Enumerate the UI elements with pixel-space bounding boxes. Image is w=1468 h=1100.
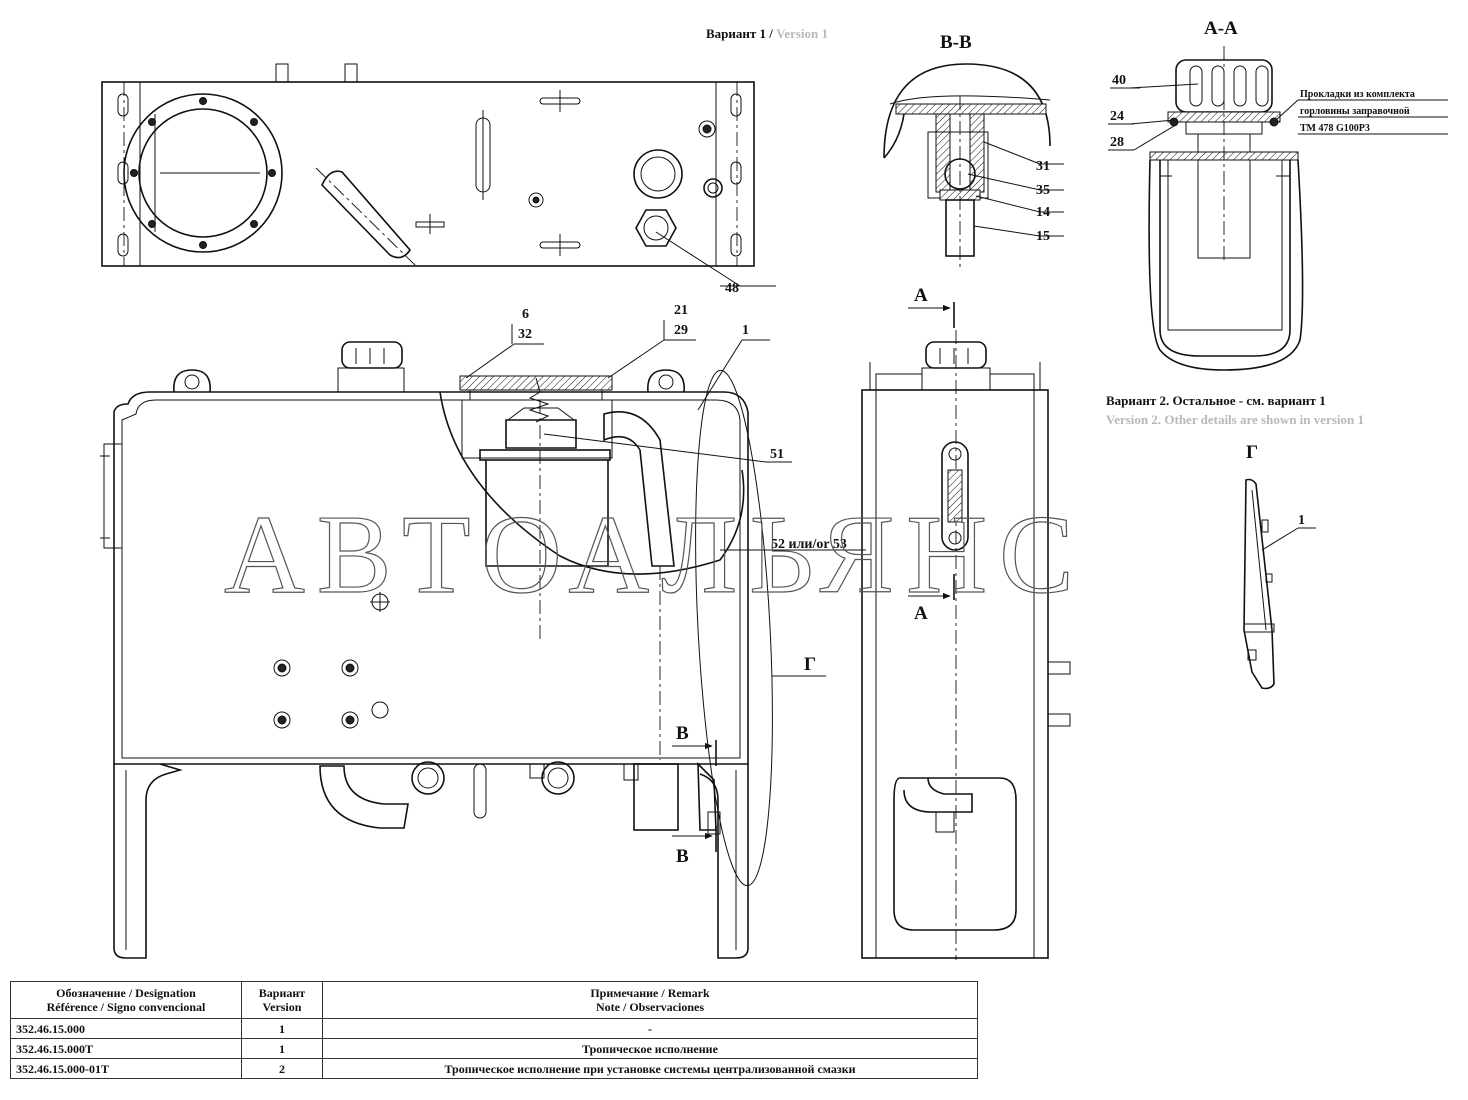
section-bb xyxy=(883,63,1064,270)
callout-52-53: 52 или/or 53 xyxy=(771,537,847,552)
cell-variant: 1 xyxy=(241,1038,323,1059)
table-header-row: Обозначение / Designation Référence / Si… xyxy=(10,981,978,1019)
table-row: 352.46.15.000 1 - xyxy=(10,1018,978,1039)
callout-24: 24 xyxy=(1110,109,1124,124)
callout-14: 14 xyxy=(1036,205,1050,220)
callout-15: 15 xyxy=(1036,229,1050,244)
gasket-note-line-3: ТМ 478 G100P3 xyxy=(1300,123,1370,134)
cell-designation: 352.46.15.000T xyxy=(10,1038,242,1059)
header-designation: Обозначение / Designation Référence / Si… xyxy=(10,981,242,1019)
front-leaders xyxy=(465,320,866,551)
callout-g: Г xyxy=(804,654,816,675)
front-view xyxy=(100,341,826,959)
header-variant: Вариант Version xyxy=(241,981,323,1019)
callout-1-front: 1 xyxy=(742,323,749,338)
section-b-marker xyxy=(672,740,717,852)
callout-40: 40 xyxy=(1112,73,1126,88)
callout-b-bottom: B xyxy=(676,846,689,867)
header-remark: Примечание / Remark Note / Observaciones xyxy=(322,981,978,1019)
cell-designation: 352.46.15.000-01T xyxy=(10,1058,242,1079)
variant-2-en: Version 2. Other details are shown in ve… xyxy=(1106,412,1364,427)
callout-32: 32 xyxy=(518,327,532,342)
detail-g xyxy=(1243,478,1316,690)
callout-a-top: A xyxy=(914,285,928,306)
callout-31: 31 xyxy=(1036,159,1050,174)
gasket-note-line-2: горловины заправочной xyxy=(1300,106,1410,117)
watermark: АВТОАЛЬЯНС xyxy=(224,493,1086,617)
section-bb-title: B-B xyxy=(940,32,972,53)
section-aa-title: A-A xyxy=(1204,18,1238,39)
callout-a-bottom: A xyxy=(914,603,928,624)
callout-35: 35 xyxy=(1036,183,1050,198)
cell-designation: 352.46.15.000 xyxy=(10,1018,242,1039)
callout-48: 48 xyxy=(725,281,739,296)
callout-b-top: B xyxy=(676,723,689,744)
cell-variant: 1 xyxy=(241,1018,323,1039)
variant-1-label: Вариант 1 / Version 1 xyxy=(706,26,828,41)
cell-remark: Тропическое исполнение xyxy=(322,1038,978,1059)
cell-remark: - xyxy=(322,1018,978,1039)
table-row: 352.46.15.000T 1 Тропическое исполнение xyxy=(10,1038,978,1059)
cell-variant: 2 xyxy=(241,1058,323,1079)
section-a-marker xyxy=(908,302,955,600)
callout-1-detail: 1 xyxy=(1298,513,1305,528)
variant-2-ru: Вариант 2. Остальное - см. вариант 1 xyxy=(1106,393,1326,408)
detail-g-title: Г xyxy=(1246,442,1258,463)
table-row: 352.46.15.000-01T 2 Тропическое исполнен… xyxy=(10,1058,978,1079)
top-view xyxy=(101,63,776,287)
gasket-note-line-1: Прокладки из комплекта xyxy=(1300,89,1415,100)
callout-28: 28 xyxy=(1110,135,1124,150)
designation-table: Обозначение / Designation Référence / Si… xyxy=(10,981,978,1079)
callout-6: 6 xyxy=(522,307,529,322)
section-aa xyxy=(1108,46,1448,371)
callout-51: 51 xyxy=(770,447,784,462)
callout-29: 29 xyxy=(674,323,688,338)
cell-remark: Тропическое исполнение при установке сис… xyxy=(322,1058,978,1079)
callout-21: 21 xyxy=(674,303,688,318)
side-view xyxy=(861,330,1071,960)
